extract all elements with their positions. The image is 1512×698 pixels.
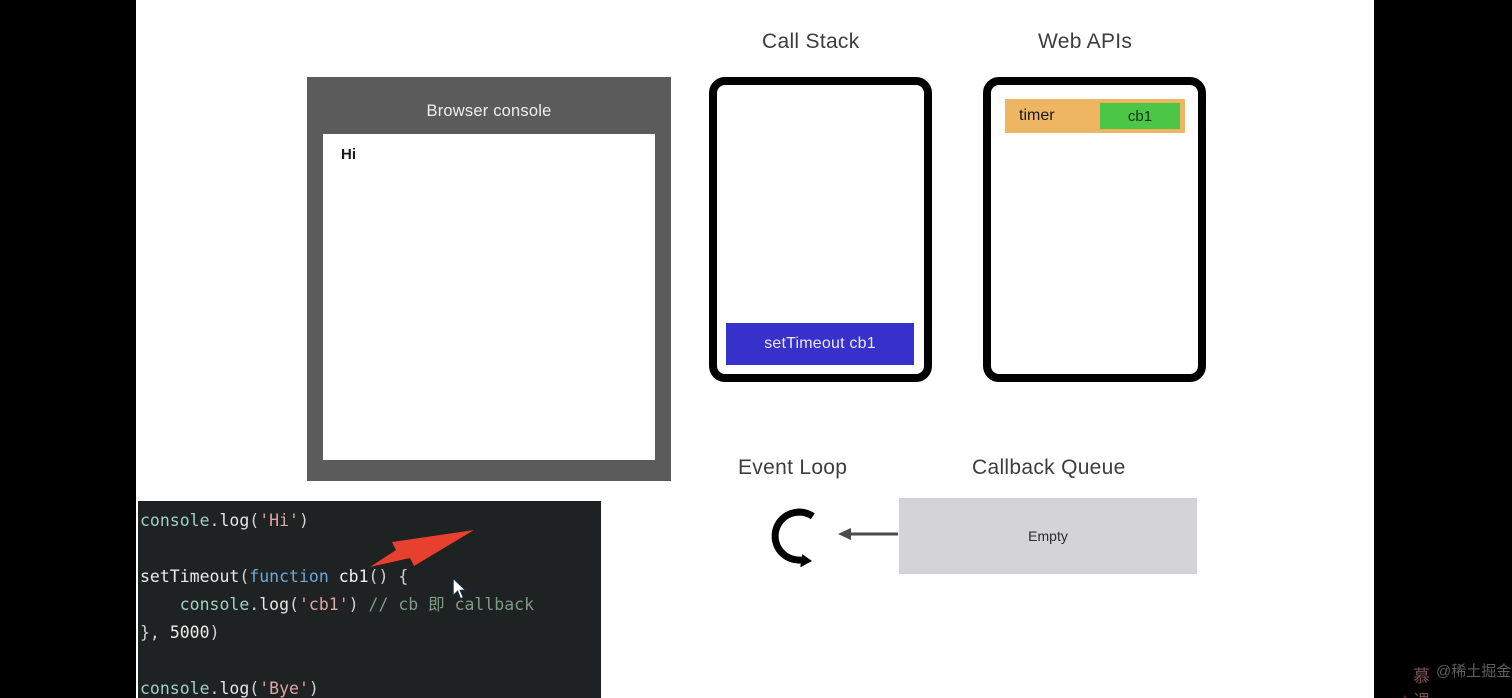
left-arrow-icon xyxy=(838,528,898,540)
code-editor[interactable]: console.log('Hi') setTimeout(function cb… xyxy=(138,501,601,698)
code-token: . xyxy=(209,679,220,698)
code-token: log xyxy=(219,679,250,698)
console-log-line: Hi xyxy=(341,146,356,163)
code-token: ( xyxy=(289,595,299,614)
code-token xyxy=(140,595,180,614)
code-line: }, 5000) xyxy=(140,619,601,647)
code-token: ) xyxy=(298,511,309,530)
web-apis-box: timer cb1 xyxy=(983,77,1206,382)
web-api-callback-badge: cb1 xyxy=(1100,103,1180,129)
web-apis-heading: Web APIs xyxy=(1038,30,1133,53)
code-token xyxy=(329,567,339,586)
code-token: ) xyxy=(209,623,220,642)
code-token: ( xyxy=(249,511,260,530)
code-line xyxy=(140,647,601,675)
watermark-community-text: @稀土掘金技术社区 xyxy=(1436,663,1512,680)
browser-console-window: Browser console Hi xyxy=(307,77,671,481)
call-stack-box: setTimeout cb1 xyxy=(709,77,932,382)
code-line: console.log('cb1') // cb 即 callback xyxy=(140,591,601,619)
callback-queue-status: Empty xyxy=(1028,528,1068,544)
code-line: setTimeout(function cb1() { xyxy=(140,563,601,591)
callback-queue-heading: Callback Queue xyxy=(972,456,1126,479)
code-token: () { xyxy=(368,567,409,586)
code-token: console xyxy=(140,511,210,530)
browser-console-output: Hi xyxy=(323,134,655,460)
code-token: // cb 即 callback xyxy=(368,595,535,614)
code-token: 'cb1' xyxy=(298,595,349,614)
callback-queue-box: Empty xyxy=(899,498,1197,574)
code-token: cb1 xyxy=(338,567,369,586)
call-stack-heading: Call Stack xyxy=(762,30,860,53)
code-token: 5000 xyxy=(169,623,210,642)
web-api-entry-timer: timer cb1 xyxy=(1005,99,1185,133)
code-token: log xyxy=(219,511,250,530)
code-token: }, xyxy=(140,623,170,642)
code-token: 'Hi' xyxy=(259,511,299,530)
code-token: 'Bye' xyxy=(259,679,309,698)
code-token: ) xyxy=(348,595,369,614)
slide-canvas: Browser console Hi Call Stack setTimeout… xyxy=(136,0,1512,698)
code-token: function xyxy=(249,567,329,586)
code-token: . xyxy=(249,595,260,614)
code-token: console xyxy=(179,595,250,614)
web-api-timer-label: timer xyxy=(1019,107,1055,124)
code-line: console.log('Bye') xyxy=(140,675,601,698)
call-stack-frame-settimeout-cb1: setTimeout cb1 xyxy=(726,323,914,365)
code-token: console xyxy=(140,679,210,698)
code-token: ) xyxy=(308,679,319,698)
browser-console-title: Browser console xyxy=(426,102,552,120)
watermark-brand-logo: 慕课网 xyxy=(1400,662,1440,698)
event-loop-heading: Event Loop xyxy=(738,456,848,479)
code-line xyxy=(140,535,601,563)
code-token: . xyxy=(209,511,220,530)
code-line: console.log('Hi') xyxy=(140,507,601,535)
code-token: ( xyxy=(249,679,260,698)
flame-icon xyxy=(1402,694,1408,698)
code-token: ( xyxy=(239,567,250,586)
code-token: log xyxy=(259,595,290,614)
circular-arrow-icon xyxy=(771,508,815,567)
watermark-brand-text: 慕课网 xyxy=(1413,667,1431,698)
code-token: setTimeout xyxy=(140,567,240,586)
